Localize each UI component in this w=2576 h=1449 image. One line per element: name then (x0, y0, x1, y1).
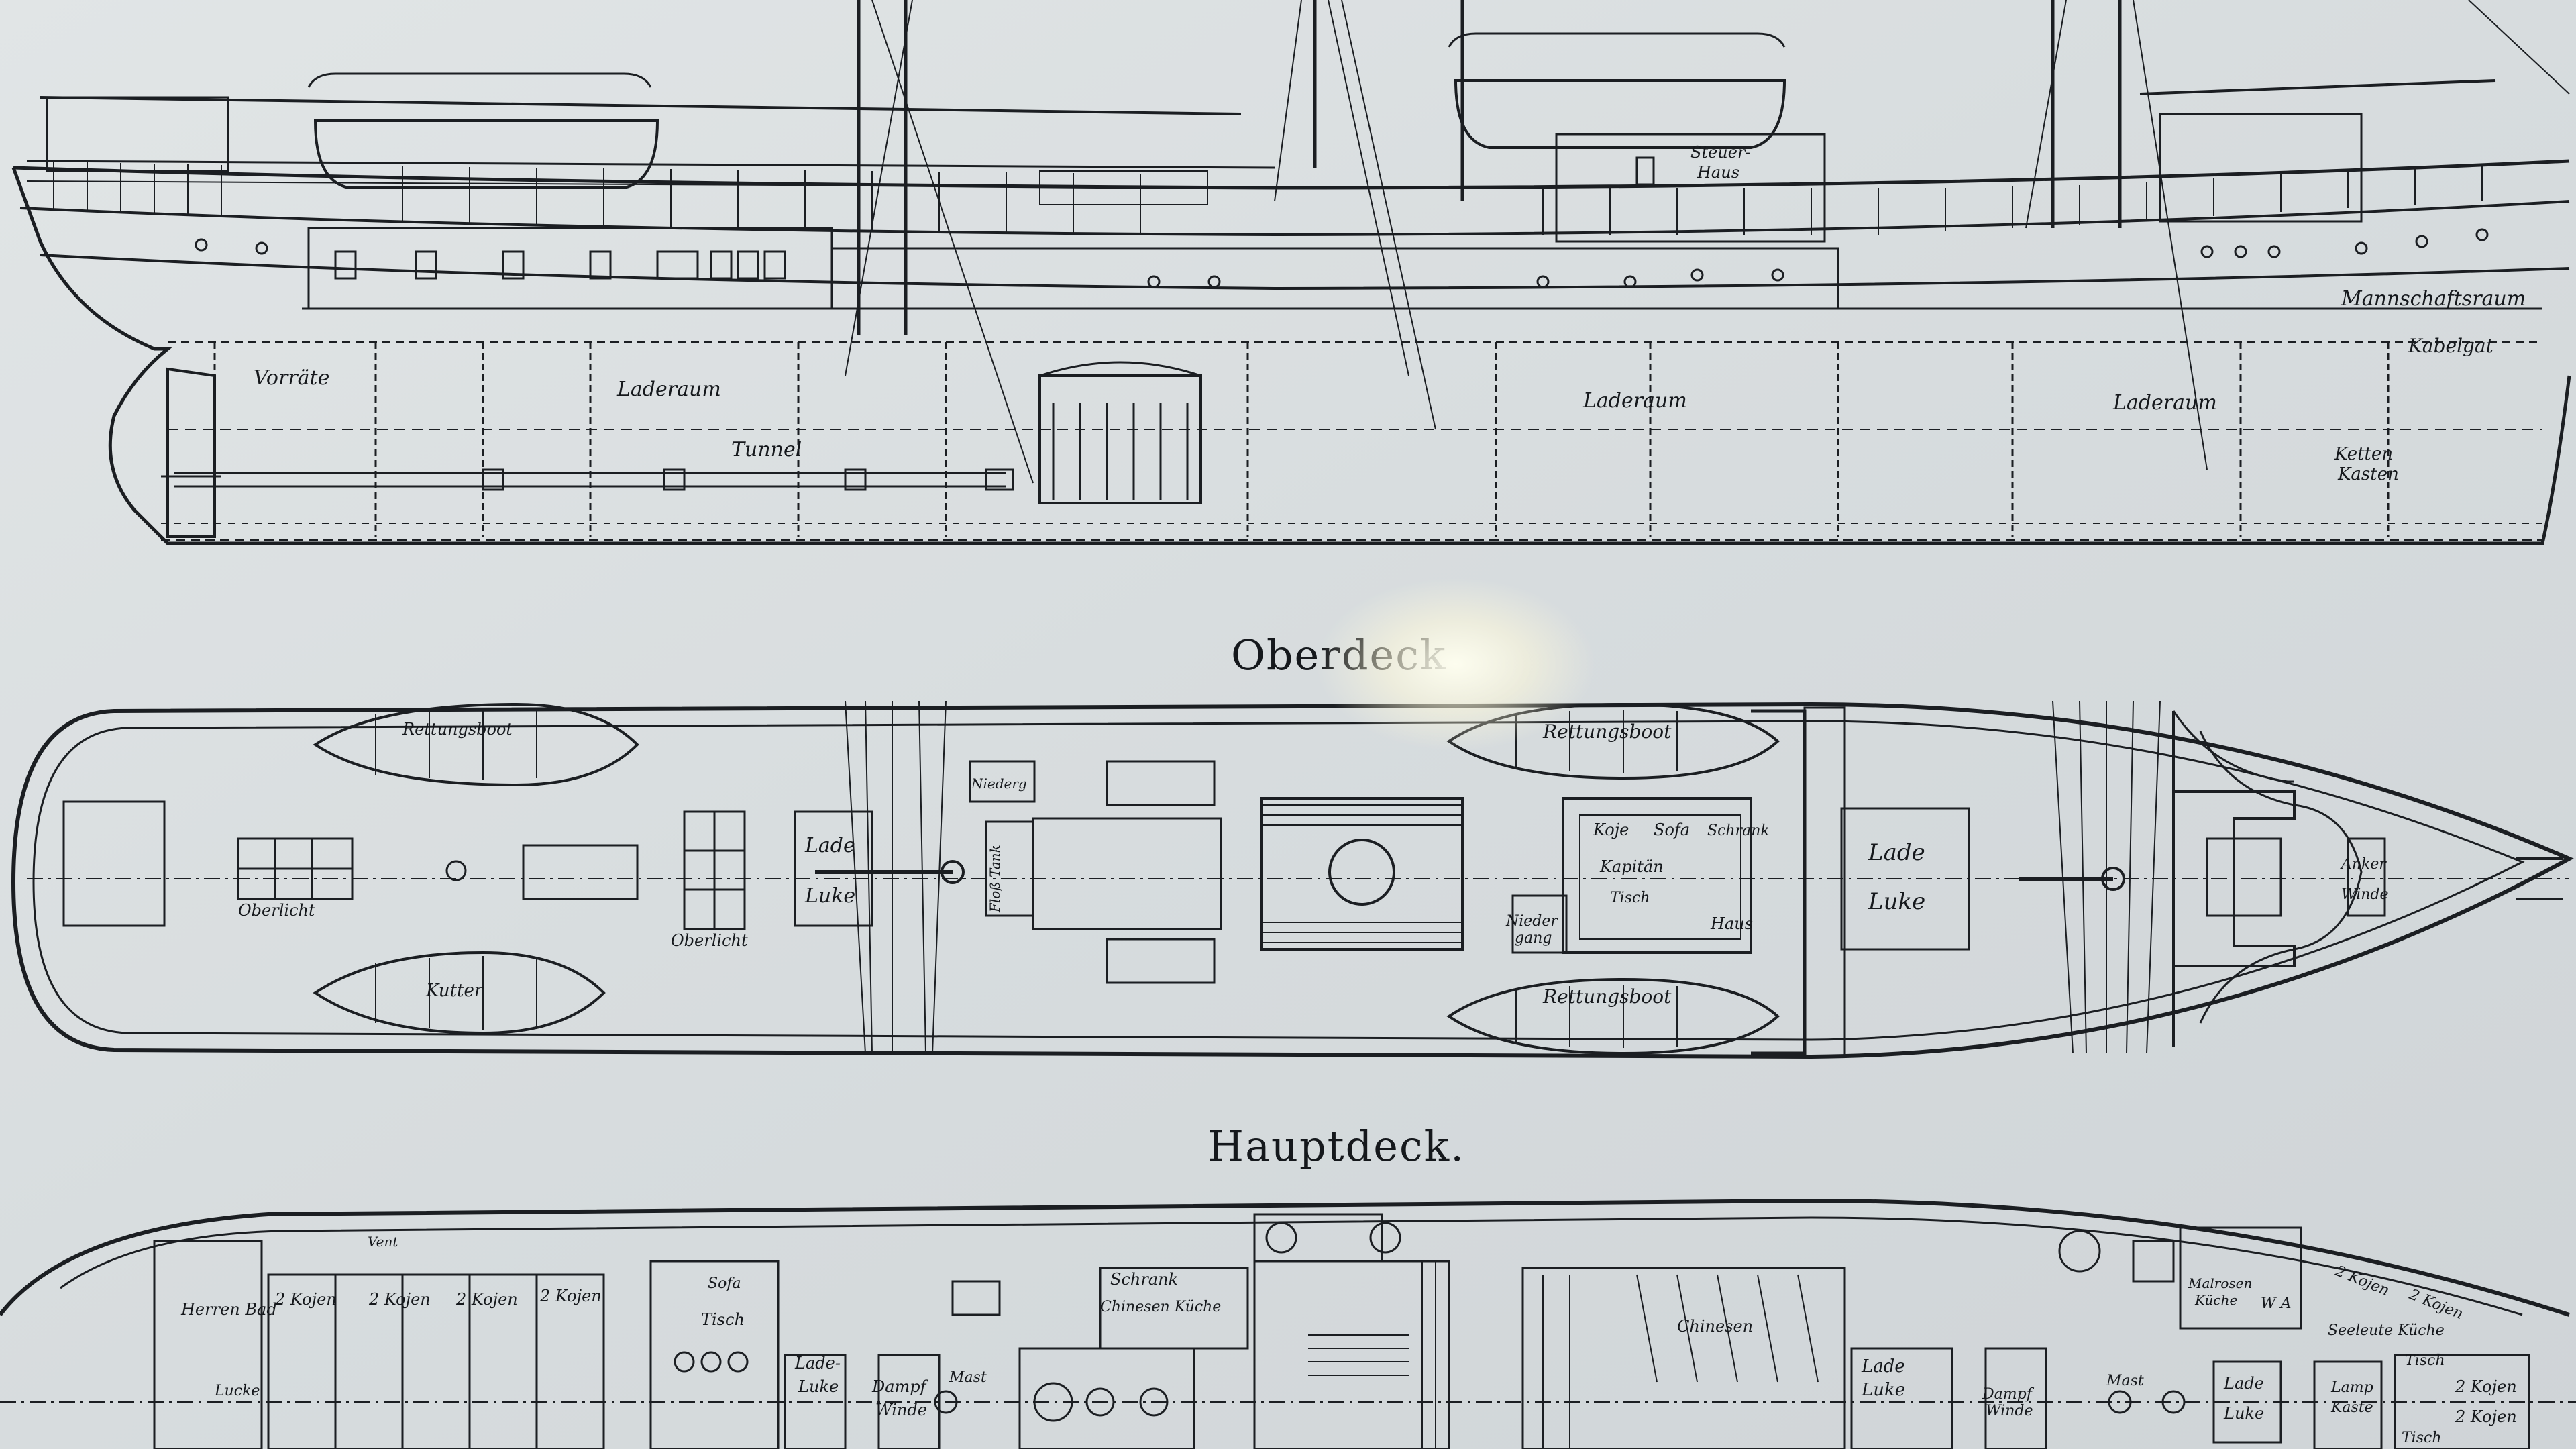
label-oberlicht-2: Oberlicht (671, 931, 748, 950)
label-kettenkasten-2: Kasten (2337, 464, 2399, 484)
label-rettungsboot-1: Rettungsboot (402, 720, 513, 739)
label-wa: W A (2261, 1295, 2292, 1312)
label-laderaum-1: Laderaum (616, 378, 721, 401)
label-dampfwinde-2a: Dampf (1982, 1386, 2035, 1403)
label-tunnel: Tunnel (731, 438, 802, 462)
label-ladeluke-1a: Lade (804, 834, 855, 857)
label-dampfwinde-1b: Winde (875, 1401, 927, 1419)
label-laderaum-3: Laderaum (2112, 391, 2217, 415)
label-schrank-h: Schrank (1110, 1270, 1178, 1289)
label-ladeluke-1b: Luke (804, 884, 855, 908)
label-niedergang-2: gang (1515, 930, 1552, 947)
hauptdeck-plan (0, 1198, 2576, 1449)
label-ankerwinde-2: Winde (2341, 886, 2389, 903)
label-ladeluke-2b: Luke (1868, 888, 1925, 915)
label-matrosen-kuche-1: Malrosen (2188, 1275, 2252, 1291)
label-ladeluke-2a: Lade (1868, 839, 1925, 866)
label-ladeluke-b2: Luke (1861, 1380, 1905, 1400)
label-dampfwinde-1a: Dampf (871, 1377, 929, 1396)
label-vent: Vent (368, 1234, 398, 1250)
label-kojen-7: 2 Kojen (2455, 1377, 2517, 1396)
label-koje: Koje (1593, 820, 1629, 839)
label-niedergang-1: Nieder (1505, 913, 1558, 930)
label-ladeluke-c1: Lade (2223, 1374, 2264, 1393)
label-kojen-8: 2 Kojen (2455, 1407, 2517, 1426)
label-matrosen-kuche-2: Küche (2194, 1292, 2237, 1308)
title-oberdeck: Oberdeck (1231, 631, 1447, 680)
label-oberlicht-1: Oberlicht (238, 901, 315, 920)
hauptdeck-labels: Herren Bad 2 Kojen 2 Kojen 2 Kojen 2 Koj… (180, 1234, 2517, 1446)
label-chinesen: Chinesen (1677, 1317, 1753, 1336)
label-rettungsboot-2: Rettungsboot (1542, 720, 1672, 743)
label-vorrate: Vorräte (254, 366, 329, 390)
label-mast-2: Mast (2106, 1373, 2144, 1389)
side-profile (11, 0, 2571, 545)
label-laderaum-2: Laderaum (1582, 389, 1687, 413)
label-ladeluke-b1: Lade (1861, 1356, 1905, 1377)
label-flosstank: Floß Tank (987, 845, 1003, 913)
label-kabelgat: Kabelgat (2408, 335, 2494, 357)
label-rettungsboot-3: Rettungsboot (1542, 985, 1672, 1008)
label-haus: Haus (1710, 914, 1753, 933)
label-ankerwinde-1: Anker (2340, 856, 2387, 873)
label-sofa: Sofa (1654, 820, 1690, 839)
label-seeleute-kuche: Seeleute Küche (2328, 1322, 2445, 1339)
profile-labels: Vorräte Laderaum Tunnel Laderaum Laderau… (254, 143, 2526, 484)
label-mast-1: Mast (949, 1369, 987, 1386)
label-dampfwinde-2b: Winde (1986, 1403, 2033, 1419)
title-hauptdeck: Hauptdeck. (1208, 1122, 1465, 1171)
label-kojen-2: 2 Kojen (368, 1290, 431, 1309)
label-kutter: Kutter (425, 981, 484, 1001)
label-lampe-1: Lamp (2330, 1379, 2373, 1396)
label-mannschaftsraum: Mannschaftsraum (2341, 287, 2526, 311)
label-ladeluke-a1: Lade- (794, 1354, 841, 1373)
label-lucke: Lucke (214, 1383, 260, 1399)
label-kojen-3: 2 Kojen (455, 1290, 518, 1309)
label-ladeluke-a2: Luke (798, 1377, 839, 1396)
label-steuerhaus-2: Haus (1697, 163, 1739, 182)
label-schrank: Schrank (1707, 822, 1770, 839)
label-steuerhaus-1: Steuer- (1690, 143, 1751, 162)
label-tisch-h: Tisch (701, 1310, 745, 1329)
label-ladeluke-c2: Luke (2223, 1404, 2264, 1423)
label-sofa-h: Sofa (708, 1275, 741, 1292)
label-herren-bad: Herren Bad (180, 1300, 277, 1319)
label-tisch: Tisch (1610, 890, 1650, 906)
label-kettenkasten-1: Ketten (2334, 444, 2393, 464)
label-kojen-1: 2 Kojen (274, 1290, 337, 1309)
label-chinesen-kuche: Chinesen Küche (1100, 1299, 1221, 1316)
label-tisch-3: Tisch (2402, 1430, 2442, 1446)
label-tisch-2: Tisch (2405, 1352, 2445, 1369)
label-lampe-2: Kaste (2330, 1399, 2373, 1416)
label-niederg-small: Niederg (971, 775, 1027, 792)
label-kojen-4: 2 Kojen (539, 1287, 602, 1305)
label-kapitan: Kapitän (1599, 857, 1664, 876)
